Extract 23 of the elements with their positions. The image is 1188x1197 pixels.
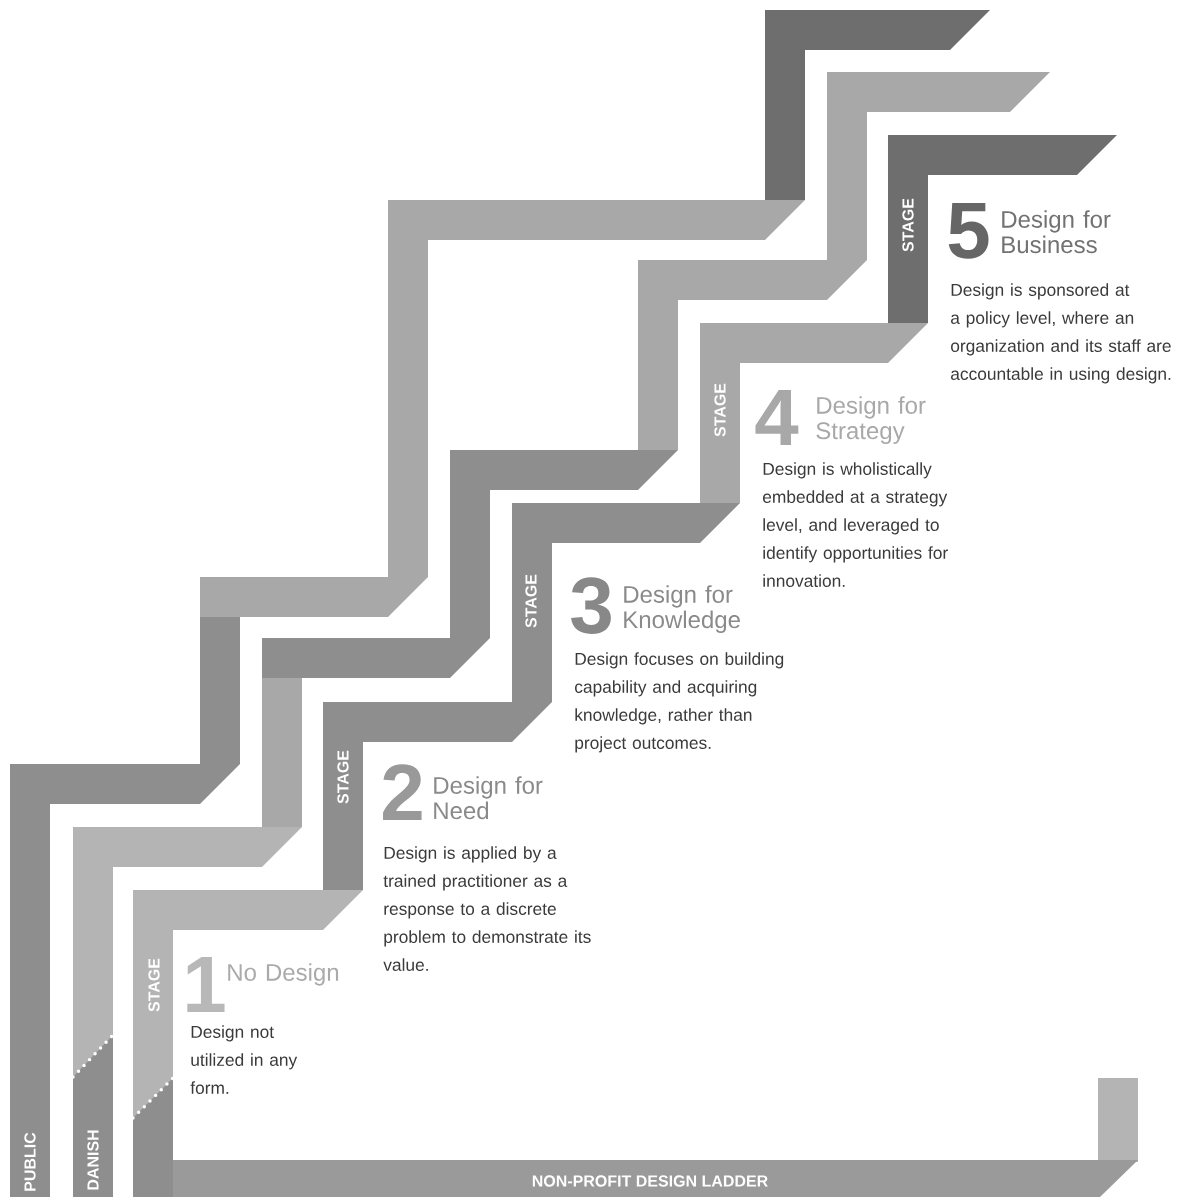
stage-label: STAGE bbox=[525, 574, 537, 628]
stage-heading: Design for Strategy bbox=[816, 396, 926, 444]
stage-heading: No Design bbox=[228, 963, 339, 986]
stage-description: Design focuses on building capability and acquiring knowledge, rather than project outcomes. bbox=[575, 652, 784, 753]
stage-description: Design is sponsored at a policy level, where an organization and its staff are accountable in using design. bbox=[951, 283, 1171, 384]
stage-heading: Design for Business bbox=[1002, 210, 1111, 254]
stage-number: 3 bbox=[571, 577, 611, 634]
ribbon-label: NON-PROFIT DESIGN LADDER bbox=[532, 1175, 768, 1187]
ribbon-label: DANISH bbox=[87, 1130, 99, 1190]
stage-heading: Design for Need bbox=[434, 776, 543, 820]
stage-label: STAGE bbox=[714, 383, 726, 437]
stage-description: Design is wholistically embedded at a strategy level, and leveraged to identify opportunities for innovation. bbox=[763, 462, 948, 587]
stage-description: Design not utilized in any form. bbox=[190, 1025, 298, 1094]
stage-heading: Design for Knowledge bbox=[624, 585, 740, 633]
ribbon-label: PUBLIC bbox=[24, 1132, 36, 1191]
stage-label: STAGE bbox=[902, 198, 914, 252]
stage-label: STAGE bbox=[337, 750, 349, 804]
stage-description: Design is applied by a trained practitioner as a response to a discrete problem to demonstrate its value. bbox=[383, 846, 591, 971]
stage-label: STAGE bbox=[148, 958, 160, 1012]
stage-number: 5 bbox=[948, 202, 989, 259]
stage-number: 1 bbox=[187, 956, 225, 1012]
stage-number: 4 bbox=[755, 389, 799, 445]
stage-number: 2 bbox=[383, 764, 422, 820]
